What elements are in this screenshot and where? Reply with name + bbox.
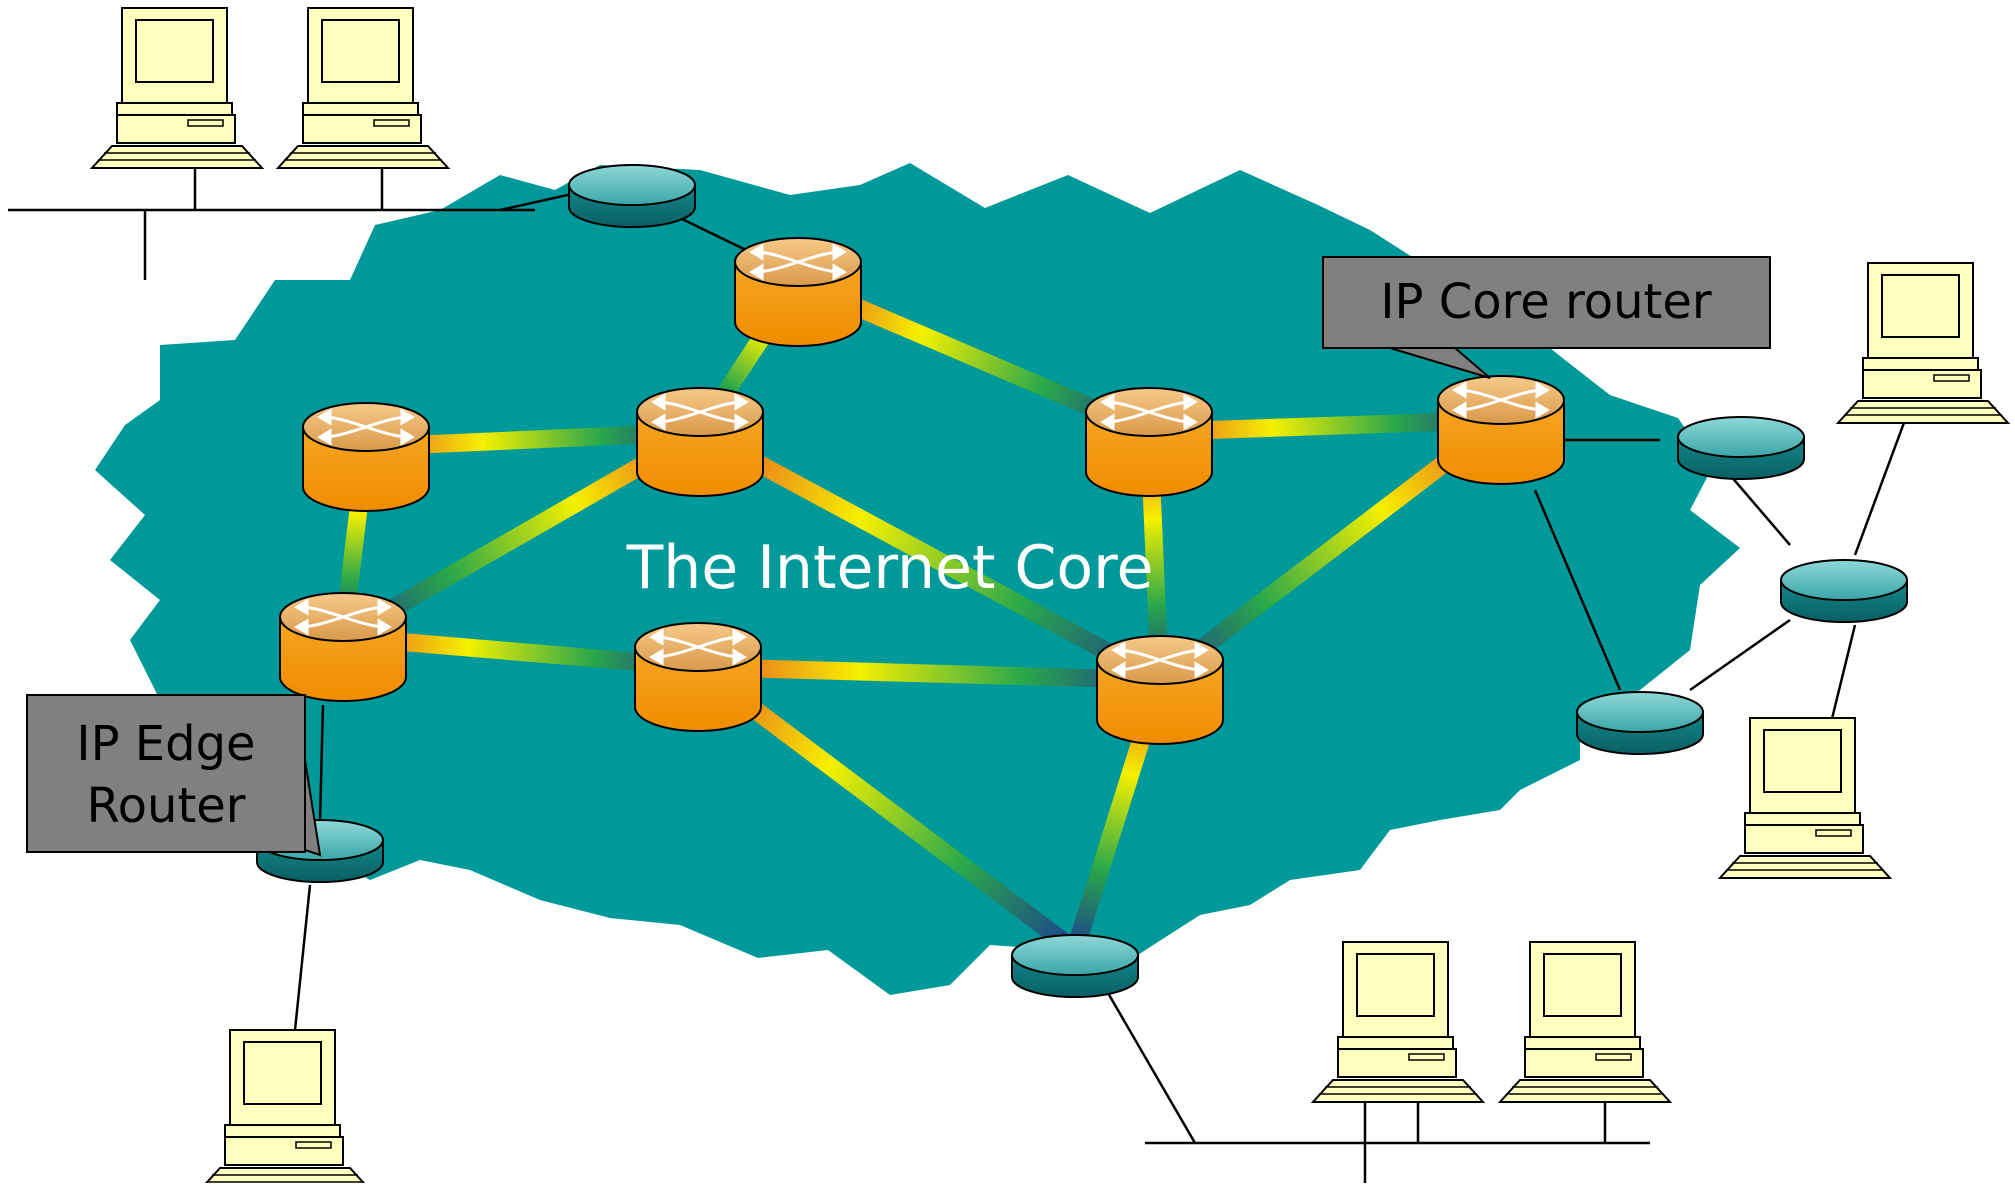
core-link [1066,677,1169,953]
core-link [1154,412,1507,688]
computer-icon [1837,262,2009,424]
core-title: The Internet Core [626,533,1154,603]
core-link [692,659,1081,958]
internet-core-cloud [95,163,1740,995]
router-icon [301,401,431,513]
core-link [1148,411,1502,441]
computer-icon [199,1029,371,1188]
router-icon [1436,374,1566,486]
access-wires [8,165,1907,1183]
edge-router-icon [1011,934,1139,998]
core-links [334,273,1507,958]
router-icon [633,621,763,733]
router-icon [635,386,765,498]
router-icon [278,591,408,703]
edge-router-callout: IP Edge Router [26,694,322,857]
core-router-label: IP Core router [1380,274,1712,330]
router-icon [1095,634,1225,746]
edge-router-icon [1780,559,1908,623]
computer-icon [277,7,449,169]
edge-router-label-line2: Router [86,778,245,834]
edge-router-icon [1677,416,1805,480]
router-icon [733,236,863,348]
computer-icon [1312,941,1484,1103]
computer-icon [1719,717,1891,879]
core-link [365,423,701,456]
core-link [695,424,1165,688]
core-link [794,273,1153,441]
edge-router-icon [568,164,696,228]
core-router-callout: IP Core router [1322,256,1771,379]
edge-router-icon [1576,691,1704,755]
core-link [697,658,1161,689]
router-icon [1084,386,1214,498]
edge-router-label-line1: IP Edge [76,716,255,772]
core-link [338,424,705,645]
computer-icon [91,7,263,169]
core-link [342,628,699,676]
computer-icon [1499,941,1671,1103]
